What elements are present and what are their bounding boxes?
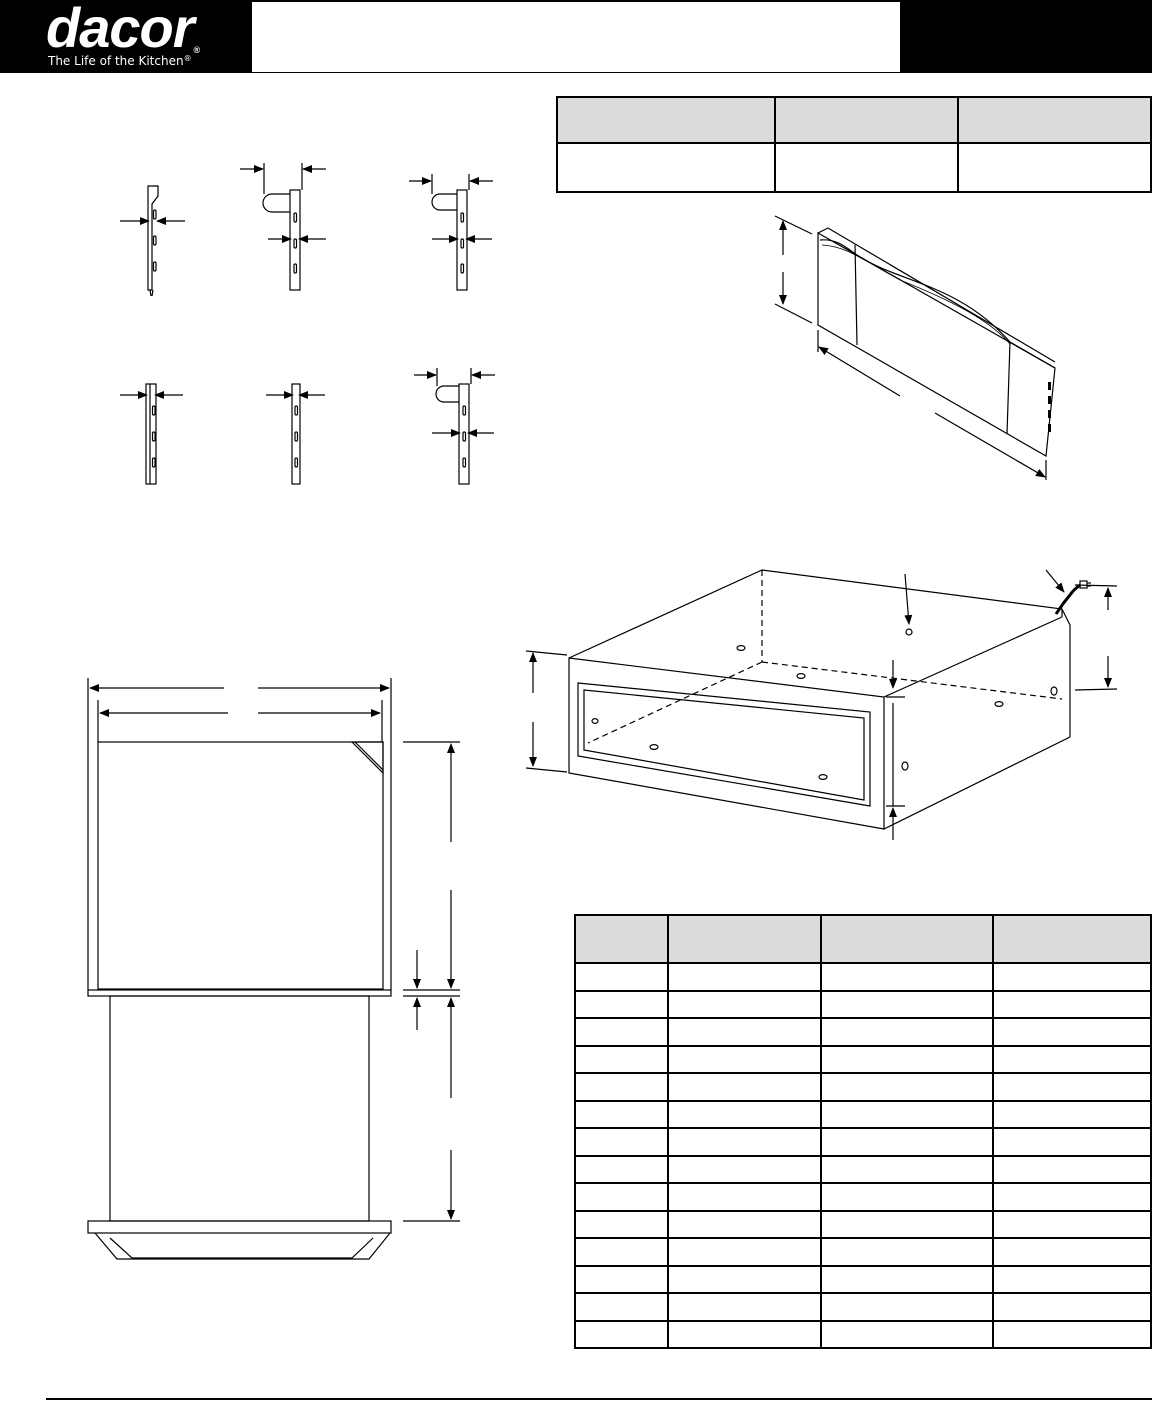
dimension-table-header (574, 914, 1152, 964)
dimension-table-body (574, 962, 1152, 1349)
rail-profile-1 (120, 185, 185, 297)
dimension-cell (666, 1017, 823, 1047)
dimension-cell (574, 989, 669, 1019)
dimension-cell (991, 1072, 1152, 1102)
dimension-cell (820, 1237, 994, 1267)
dimension-cell (820, 1319, 994, 1349)
spec-cell (956, 142, 1152, 193)
rail-profile-4 (120, 383, 183, 485)
spec-header-cell (774, 96, 959, 144)
dacor-logo: dacor® The Life of the Kitchen® (0, 0, 252, 73)
dimension-table-row (574, 1127, 1152, 1157)
header-bar: dacor® The Life of the Kitchen® (0, 0, 1152, 73)
dimension-cell (820, 1099, 994, 1129)
rail-profile-6 (414, 368, 495, 485)
drawer-front-drawing (774, 215, 1056, 480)
dimension-cell (820, 962, 994, 992)
spec-header-cell (956, 96, 1152, 144)
logo-tagline-text: The Life of the Kitchen (48, 54, 184, 68)
header-title-area (252, 2, 900, 72)
logo-brand: dacor (46, 0, 194, 59)
footer-rule (46, 1398, 1152, 1400)
dimension-table (574, 914, 1152, 1349)
dimension-cell (991, 1044, 1152, 1074)
rail-profile-3 (409, 174, 493, 291)
dimension-cell (666, 1209, 823, 1239)
dimension-cell (991, 962, 1152, 992)
dimension-cell (666, 1127, 823, 1157)
dimension-header-cell (820, 914, 994, 964)
spec-header-cell (555, 96, 777, 144)
mounting-holes (591, 628, 1058, 780)
dimension-cell (666, 1099, 823, 1129)
spec-table (555, 96, 1152, 193)
dimension-header-cell (666, 914, 823, 964)
plug-icon (1079, 580, 1091, 589)
spec-table-header (555, 96, 1152, 144)
logo-wordmark: dacor® (46, 0, 201, 59)
dimension-cell (666, 1264, 823, 1294)
dimension-cell (820, 1209, 994, 1239)
dimension-cell (991, 1264, 1152, 1294)
dimension-cell (991, 1319, 1152, 1349)
spec-cell (774, 142, 959, 193)
dimension-cell (574, 1319, 669, 1349)
rail-profile-5 (266, 383, 325, 485)
dimension-table-row (574, 1154, 1152, 1184)
dimension-table-row (574, 1044, 1152, 1074)
dimension-table-row (574, 1319, 1152, 1349)
dimension-header-cell (991, 914, 1152, 964)
dimension-table-row (574, 962, 1152, 992)
dimension-cell (666, 1319, 823, 1349)
logo-registered-mark: ® (193, 45, 201, 55)
dimension-cell (991, 1237, 1152, 1267)
rail-profile-2 (240, 163, 326, 291)
tagline-registered-mark: ® (183, 54, 192, 63)
dimension-table-row (574, 1017, 1152, 1047)
dimension-cell (820, 989, 994, 1019)
dimension-header-cell (574, 914, 669, 964)
cabinet-drawing (525, 569, 1118, 840)
dimension-cell (574, 1154, 669, 1184)
installation-elevation (87, 678, 460, 1260)
dimension-table-row (574, 1182, 1152, 1212)
spec-table-row (555, 142, 1152, 193)
dimension-table-row (574, 1237, 1152, 1267)
logo-tagline: The Life of the Kitchen® (48, 54, 192, 68)
dimension-cell (574, 1017, 669, 1047)
spec-cell (555, 142, 777, 193)
dimension-cell (991, 1209, 1152, 1239)
dimension-table-row (574, 1264, 1152, 1294)
dimension-cell (991, 989, 1152, 1019)
dimension-cell (574, 962, 669, 992)
dimension-cell (666, 1072, 823, 1102)
